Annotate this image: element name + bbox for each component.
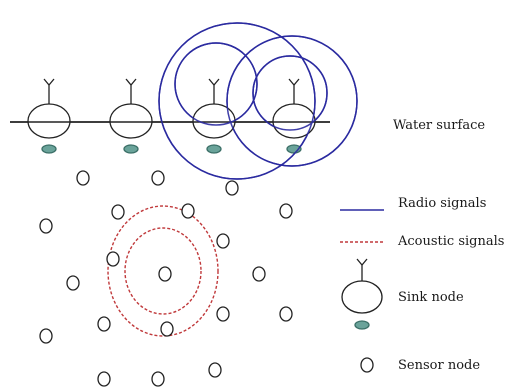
sensor-node: [216, 306, 230, 322]
sink-node: [272, 78, 316, 154]
sensor-nodes: [39, 170, 293, 387]
acoustic-ring-outer: [107, 205, 219, 337]
acoustic-ring-inner: [124, 227, 202, 315]
sensor-node: [39, 218, 53, 234]
radio-ring-outer-left: [158, 22, 316, 180]
sensor-node: [39, 328, 53, 344]
sensor-node: [158, 266, 172, 282]
antenna-icon: [208, 78, 220, 87]
radio-signals-label: Radio signals: [398, 196, 487, 211]
sink-node: [27, 78, 71, 154]
antenna-icon: [125, 78, 137, 87]
sensor-node: [66, 275, 80, 291]
sensor-node: [279, 306, 293, 322]
legend: [340, 209, 384, 373]
sink-node: [109, 78, 153, 154]
sensor-node: [252, 266, 266, 282]
antenna-icon: [288, 78, 300, 87]
sensor-node: [279, 203, 293, 219]
sink-node-label: Sink node: [398, 290, 464, 305]
sensor-node-label: Sensor node: [398, 358, 481, 373]
acoustic-signals-label: Acoustic signals: [398, 234, 505, 249]
sink-node-buoy: [27, 103, 71, 139]
sensor-node: [151, 371, 165, 387]
sensor-node: [151, 170, 165, 186]
sensor-node: [111, 204, 125, 220]
legend-sink-node-icon: [341, 258, 383, 330]
sensor-node: [97, 371, 111, 387]
sensor-node: [216, 233, 230, 249]
sink-node-buoy: [109, 103, 153, 139]
water-surface-label: Water surface: [393, 118, 486, 133]
sensor-node: [97, 316, 111, 332]
sink-node-base: [41, 144, 57, 154]
antenna-icon: [43, 78, 55, 87]
sensor-node: [106, 251, 120, 267]
legend-sensor-node-icon: [360, 357, 374, 373]
sensor-node: [225, 180, 239, 196]
acoustic-signal-rings: [107, 205, 219, 337]
sink-node-base: [123, 144, 139, 154]
sensor-node: [160, 321, 174, 337]
sink-node-base: [206, 144, 222, 154]
sensor-node: [208, 362, 222, 378]
sensor-node: [76, 170, 90, 186]
sensor-node: [181, 203, 195, 219]
